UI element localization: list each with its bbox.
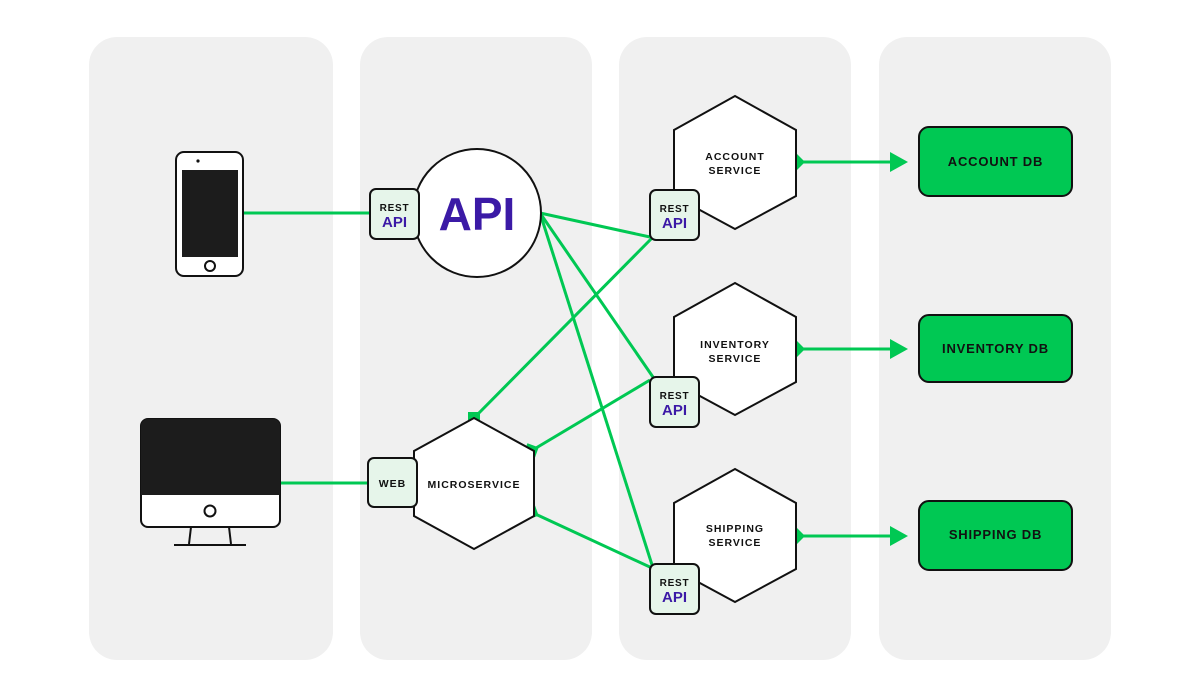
shipping-service-node: SHIPPING SERVICE (673, 467, 797, 604)
inventory-db-node: INVENTORY DB (918, 314, 1073, 383)
api-gateway-label: API (439, 188, 516, 240)
account-db-label: ACCOUNT DB (948, 154, 1043, 169)
shipping-db-node: SHIPPING DB (918, 500, 1073, 571)
shipping-service-label-line1: SHIPPING (706, 523, 764, 535)
badge-api-label: API (382, 214, 407, 231)
rest-api-badge-shipping: REST API (649, 563, 700, 615)
account-service-label-line2: SERVICE (709, 165, 762, 177)
desktop-monitor-icon (140, 418, 281, 546)
account-service-label-line1: ACCOUNT (705, 151, 765, 163)
badge-rest-label: REST (660, 391, 690, 402)
connector-gateway-account (539, 211, 651, 239)
inventory-service-label-line1: INVENTORY (700, 339, 770, 351)
connector-gateway-inventory (538, 212, 657, 381)
arrowhead-shipping-db (890, 526, 908, 546)
account-db-node: ACCOUNT DB (918, 126, 1073, 197)
shipping-db-label: SHIPPING DB (949, 527, 1042, 542)
api-gateway: API (412, 148, 542, 278)
badge-rest-label: REST (380, 203, 410, 214)
badge-api-label: API (662, 215, 687, 232)
badge-rest-label: REST (660, 204, 690, 215)
inventory-db-label: INVENTORY DB (942, 341, 1049, 356)
badge-api-label: API (662, 402, 687, 419)
inventory-service-node: INVENTORY SERVICE (673, 281, 797, 417)
rest-api-badge-inventory: REST API (649, 376, 700, 428)
connector-micro-shipping (530, 510, 653, 570)
column-gateway (360, 37, 592, 660)
microservice-node: MICROSERVICE (413, 416, 535, 551)
connectors (244, 160, 892, 570)
arrowhead-account-db (890, 152, 908, 172)
arrowhead-inventory-db (890, 339, 908, 359)
badge-rest-label: REST (660, 578, 690, 589)
connector-micro-inventory (530, 378, 651, 453)
web-badge-label: WEB (379, 478, 407, 490)
web-badge: WEB (367, 457, 418, 508)
shipping-service-label-line2: SERVICE (709, 537, 762, 549)
rest-api-badge-gateway: REST API (369, 188, 420, 240)
column-clients (89, 37, 333, 660)
smartphone-icon (175, 151, 244, 277)
badge-api-label: API (662, 589, 687, 606)
connector-gateway-shipping (538, 212, 655, 569)
microservice-label: MICROSERVICE (428, 479, 521, 491)
inventory-service-label-line2: SERVICE (709, 353, 762, 365)
account-service-node: ACCOUNT SERVICE (673, 94, 797, 231)
rest-api-badge-account: REST API (649, 189, 700, 241)
connector-micro-account (472, 234, 656, 420)
